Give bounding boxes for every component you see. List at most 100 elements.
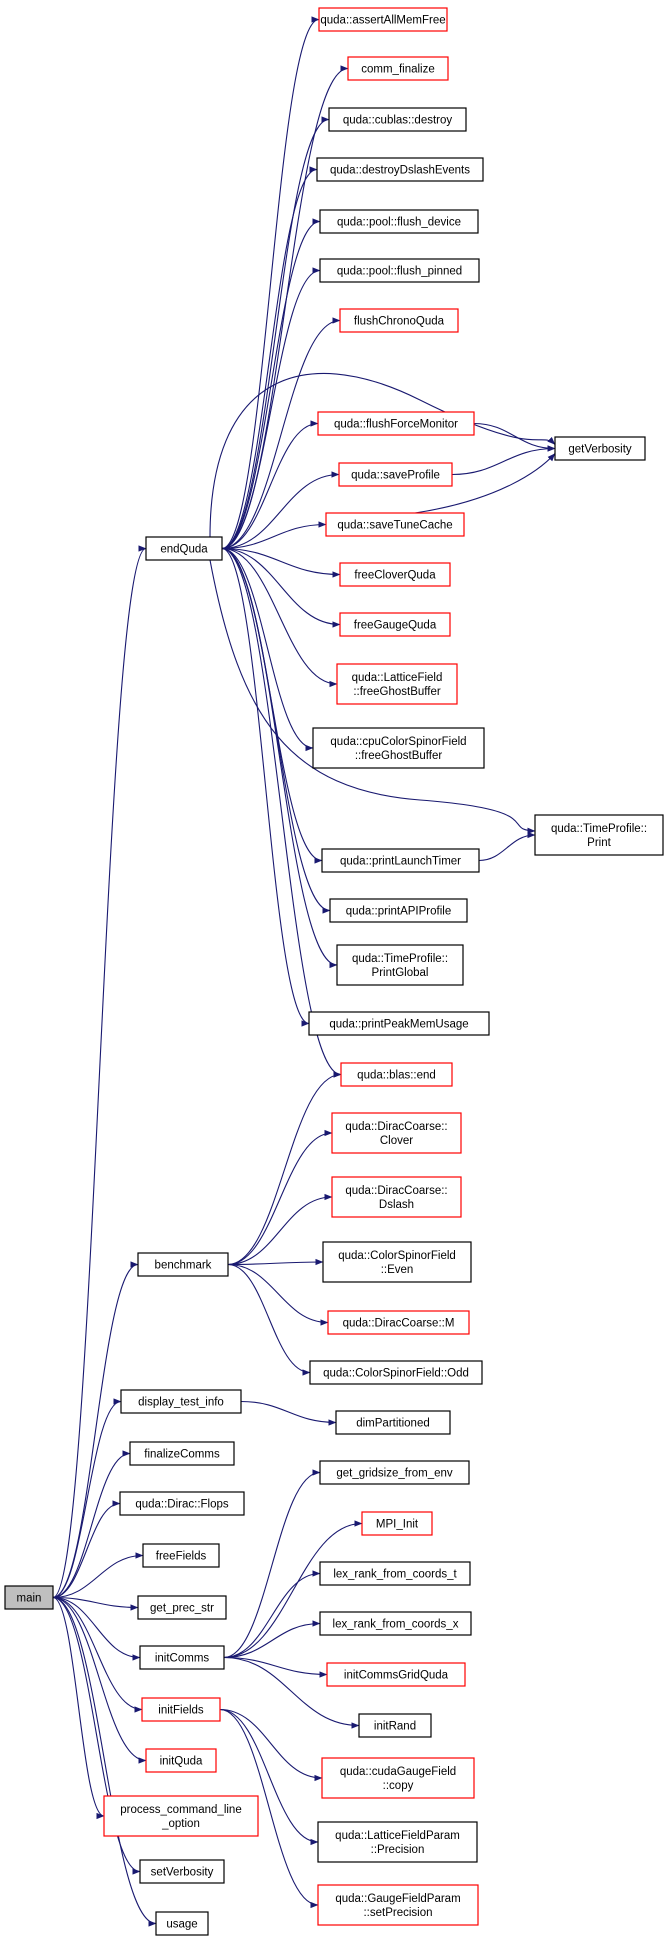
node-label: quda::printLaunchTimer bbox=[340, 856, 461, 868]
node-box bbox=[145, 536, 223, 561]
node-box bbox=[325, 512, 465, 537]
node-cpu_freeGhost[interactable]: quda::cpuColorSpinorField::freeGhostBuff… bbox=[312, 727, 485, 769]
node-dc_dslash[interactable]: quda::DiracCoarse::Dslash bbox=[331, 1176, 462, 1218]
node-box bbox=[137, 1252, 229, 1277]
node-box bbox=[141, 1697, 221, 1722]
edge-endQuda-to-tp_print bbox=[209, 559, 536, 834]
node-lfp_precision[interactable]: quda::LatticeFieldParam::Precision bbox=[317, 1821, 478, 1863]
node-printAPIProfile[interactable]: quda::printAPIProfile bbox=[329, 898, 468, 923]
node-saveTuneCache[interactable]: quda::saveTuneCache bbox=[325, 512, 465, 537]
node-initRand[interactable]: initRand bbox=[358, 1713, 432, 1738]
node-freeGaugeQuda[interactable]: freeGaugeQuda bbox=[339, 612, 451, 637]
node-initQuda[interactable]: initQuda bbox=[145, 1748, 217, 1773]
edge-endQuda-to-assertAllMemFree bbox=[221, 16, 320, 550]
node-label: quda::pool::flush_pinned bbox=[337, 266, 462, 278]
node-cublas_destroy[interactable]: quda::cublas::destroy bbox=[328, 107, 467, 132]
node-flushChronoQuda[interactable]: flushChronoQuda bbox=[339, 308, 459, 333]
node-endQuda[interactable]: endQuda bbox=[145, 536, 223, 561]
node-flush_pinned[interactable]: quda::pool::flush_pinned bbox=[319, 258, 480, 283]
node-label: quda::DiracCoarse:: bbox=[345, 1121, 447, 1133]
node-box bbox=[120, 1389, 242, 1414]
node-freeCloverQuda[interactable]: freeCloverQuda bbox=[339, 562, 451, 587]
node-assertAllMemFree[interactable]: quda::assertAllMemFree bbox=[318, 7, 448, 32]
node-label: main bbox=[17, 1593, 42, 1605]
node-dirac_flops[interactable]: quda::Dirac::Flops bbox=[119, 1491, 245, 1516]
node-destroyDslashEvents[interactable]: quda::destroyDslashEvents bbox=[316, 157, 484, 182]
node-box bbox=[319, 1460, 470, 1485]
edge-benchmark-to-dc_m bbox=[227, 1263, 329, 1326]
node-display_test_info[interactable]: display_test_info bbox=[120, 1389, 242, 1414]
node-lex_x[interactable]: lex_rank_from_coords_x bbox=[319, 1611, 472, 1636]
node-label: setVerbosity bbox=[151, 1867, 214, 1879]
node-dc_clover[interactable]: quda::DiracCoarse::Clover bbox=[331, 1112, 462, 1154]
edge-endQuda-to-printGlobal bbox=[221, 547, 338, 969]
node-label: benchmark bbox=[155, 1260, 212, 1272]
node-csf_even[interactable]: quda::ColorSpinorField::Even bbox=[322, 1241, 472, 1283]
node-csf_odd[interactable]: quda::ColorSpinorField::Odd bbox=[309, 1360, 483, 1385]
node-box bbox=[331, 1112, 462, 1154]
node-label: finalizeComms bbox=[144, 1449, 220, 1461]
node-blas_end[interactable]: quda::blas::end bbox=[340, 1062, 453, 1087]
node-tp_print[interactable]: quda::TimeProfile::Print bbox=[534, 814, 664, 856]
node-freeFields[interactable]: freeFields bbox=[142, 1543, 220, 1568]
edge-initComms-to-lex_x bbox=[223, 1620, 321, 1659]
node-printPeakMem[interactable]: quda::printPeakMemUsage bbox=[308, 1011, 490, 1036]
node-initComms[interactable]: initComms bbox=[139, 1645, 225, 1670]
node-box bbox=[336, 663, 458, 705]
edge-endQuda-to-flush_device bbox=[221, 218, 321, 550]
node-box bbox=[338, 462, 453, 487]
edge-main-to-finalizeComms bbox=[52, 1450, 131, 1599]
edge-endQuda-to-cpu_freeGhost bbox=[221, 547, 314, 752]
node-dc_m[interactable]: quda::DiracCoarse::M bbox=[327, 1310, 470, 1335]
node-setVerbosity[interactable]: setVerbosity bbox=[139, 1859, 225, 1884]
node-box bbox=[339, 562, 451, 587]
node-lex_t[interactable]: lex_rank_from_coords_t bbox=[319, 1561, 471, 1586]
edge-initComms-to-initCommsGrid bbox=[223, 1656, 328, 1678]
node-box bbox=[361, 1511, 433, 1536]
node-box bbox=[339, 308, 459, 333]
edge-main-to-initQuda bbox=[52, 1596, 147, 1764]
edge-endQuda-to-lf_freeGhost bbox=[221, 547, 338, 688]
edge-flushForceMonitor-to-getVerbosity bbox=[473, 422, 556, 452]
node-usage[interactable]: usage bbox=[155, 1911, 209, 1936]
node-label: endQuda bbox=[160, 544, 208, 556]
edge-endQuda-to-destroyDslashEvents bbox=[221, 166, 318, 550]
node-flush_device[interactable]: quda::pool::flush_device bbox=[319, 209, 479, 234]
node-printLaunchTimer[interactable]: quda::printLaunchTimer bbox=[321, 848, 480, 873]
edge-endQuda-to-blas_end bbox=[221, 547, 342, 1078]
node-get_gridsize[interactable]: get_gridsize_from_env bbox=[319, 1460, 470, 1485]
edge-main-to-dirac_flops bbox=[52, 1500, 121, 1599]
node-label: MPI_Init bbox=[376, 1519, 419, 1531]
node-label: ::Precision bbox=[371, 1844, 425, 1856]
node-lf_freeGhost[interactable]: quda::LatticeField::freeGhostBuffer bbox=[336, 663, 458, 705]
node-initFields[interactable]: initFields bbox=[141, 1697, 221, 1722]
node-box bbox=[309, 1360, 483, 1385]
node-mpi_init[interactable]: MPI_Init bbox=[361, 1511, 433, 1536]
node-getVerbosity[interactable]: getVerbosity bbox=[554, 436, 646, 461]
node-label: ::setPrecision bbox=[363, 1907, 432, 1919]
node-get_prec_str[interactable]: get_prec_str bbox=[137, 1595, 227, 1620]
node-initCommsGrid[interactable]: initCommsGridQuda bbox=[326, 1662, 466, 1687]
node-printGlobal[interactable]: quda::TimeProfile::PrintGlobal bbox=[336, 944, 464, 986]
node-process_cmd[interactable]: process_command_line_option bbox=[103, 1795, 259, 1837]
node-main[interactable]: main bbox=[4, 1585, 54, 1610]
node-finalizeComms[interactable]: finalizeComms bbox=[129, 1441, 235, 1466]
node-gfp_setprec[interactable]: quda::GaugeFieldParam::setPrecision bbox=[317, 1884, 479, 1926]
node-box bbox=[327, 1310, 470, 1335]
node-label: quda::cudaGaugeField bbox=[340, 1766, 456, 1778]
node-label: dimPartitioned bbox=[356, 1418, 430, 1430]
edge-endQuda-to-saveProfile bbox=[221, 471, 340, 550]
node-label: ::copy bbox=[383, 1780, 414, 1792]
node-label: get_prec_str bbox=[150, 1603, 214, 1615]
node-dimPartitioned[interactable]: dimPartitioned bbox=[335, 1410, 451, 1435]
node-benchmark[interactable]: benchmark bbox=[137, 1252, 229, 1277]
node-flushForceMonitor[interactable]: quda::flushForceMonitor bbox=[317, 411, 475, 436]
node-saveProfile[interactable]: quda::saveProfile bbox=[338, 462, 453, 487]
node-label: quda::LatticeField bbox=[352, 672, 443, 684]
node-comm_finalize[interactable]: comm_finalize bbox=[347, 56, 449, 81]
node-label: quda::printPeakMemUsage bbox=[329, 1019, 468, 1031]
node-box bbox=[319, 209, 479, 234]
node-box bbox=[319, 1561, 471, 1586]
node-cgf_copy[interactable]: quda::cudaGaugeField::copy bbox=[321, 1757, 475, 1799]
